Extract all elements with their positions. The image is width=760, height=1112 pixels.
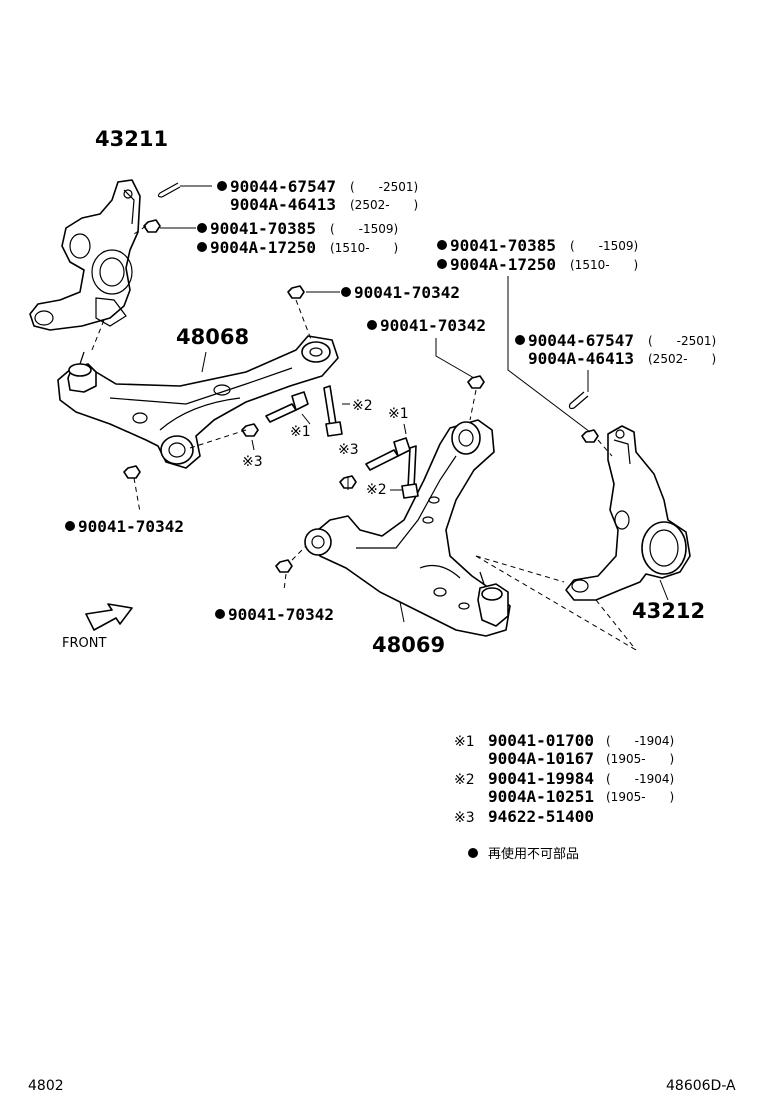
callout-nut-top: 90041-70342 <box>354 283 460 302</box>
legend-2-b-range: (1905- ) <box>606 790 674 804</box>
reuse-dot-pin-left <box>217 181 227 191</box>
bolt-1-right-icon <box>365 437 411 471</box>
callout-nut-right-a-range: ( -1509) <box>570 239 638 253</box>
legend-mark-2: ※2 <box>454 772 475 788</box>
bolt-2-left-icon <box>323 385 343 437</box>
nut-top-icon <box>287 285 305 299</box>
legend-3-a: 94622-51400 <box>488 807 594 826</box>
callout-nut-right-b-range: (1510- ) <box>570 258 638 272</box>
nut-3-left-icon <box>241 423 259 437</box>
callout-pin-left-a: 90044-67547 <box>230 177 336 196</box>
callout-nut-right-b: 9004A-17250 <box>450 255 556 274</box>
part-label-48068: 48068 <box>176 325 249 349</box>
legend-dot <box>468 848 478 858</box>
reuse-dot-nut-arm-left <box>65 521 75 531</box>
callout-nut-mid: 90041-70342 <box>380 316 486 335</box>
reuse-dot-nut-left-b <box>197 242 207 252</box>
callout-pin-right-b-range: (2502- ) <box>648 352 716 366</box>
callout-nut-arm-bottom: 90041-70342 <box>228 605 334 624</box>
bolt-1-left-icon <box>265 391 309 423</box>
footer-left-code: 4802 <box>28 1078 64 1094</box>
callout-pin-right-a: 90044-67547 <box>528 331 634 350</box>
cotter-pin-right-icon <box>568 391 589 410</box>
knuckle-left-drawing <box>29 179 141 331</box>
nut-arm-bottom-icon <box>275 559 293 573</box>
callout-pin-right-b: 9004A-46413 <box>528 349 634 368</box>
legend-2-b: 9004A-10251 <box>488 787 594 806</box>
legend-note: 再使用不可部品 <box>488 846 579 862</box>
callout-nut-left-a: 90041-70385 <box>210 219 316 238</box>
front-arrow-icon <box>85 603 133 631</box>
part-label-48069: 48069 <box>372 633 445 657</box>
callout-nut-left-b-range: (1510- ) <box>330 241 398 255</box>
reuse-dot-nut-top <box>341 287 351 297</box>
mark-1-left: ※1 <box>290 424 311 440</box>
callout-nut-left-b: 9004A-17250 <box>210 238 316 257</box>
callout-nut-left-a-range: ( -1509) <box>330 222 398 236</box>
reuse-dot-nut-right-b <box>437 259 447 269</box>
callout-pin-left-b-range: (2502- ) <box>350 198 418 212</box>
reuse-dot-nut-mid <box>367 320 377 330</box>
callout-pin-left-b: 9004A-46413 <box>230 195 336 214</box>
knuckle-right-drawing <box>565 425 691 601</box>
mark-3-left: ※3 <box>242 454 263 470</box>
reuse-dot-nut-arm-bottom <box>215 609 225 619</box>
legend-1-a-range: ( -1904) <box>606 734 674 748</box>
legend-1-a: 90041-01700 <box>488 731 594 750</box>
callout-nut-arm-left: 90041-70342 <box>78 517 184 536</box>
nut-arm-left-icon <box>123 465 141 479</box>
legend-2-a-range: ( -1904) <box>606 772 674 786</box>
legend-2-a: 90041-19984 <box>488 769 594 788</box>
nut-left-icon <box>143 219 161 233</box>
callout-pin-right-a-range: ( -2501) <box>648 334 716 348</box>
mark-2-left: ※2 <box>352 398 373 414</box>
legend-mark-3: ※3 <box>454 810 475 826</box>
part-label-43211: 43211 <box>95 127 168 151</box>
front-label: FRONT <box>62 636 106 651</box>
reuse-dot-nut-right-a <box>437 240 447 250</box>
reuse-dot-nut-left-a <box>197 223 207 233</box>
legend-1-b: 9004A-10167 <box>488 749 594 768</box>
nut-right-icon <box>581 429 599 443</box>
mark-3-right: ※3 <box>338 442 359 458</box>
legend-1-b-range: (1905- ) <box>606 752 674 766</box>
mark-2-right: ※2 <box>366 482 387 498</box>
legend-mark-1: ※1 <box>454 734 475 750</box>
nut-mid-icon <box>467 375 485 389</box>
control-arm-48069-drawing <box>304 419 511 637</box>
callout-nut-right-a: 90041-70385 <box>450 236 556 255</box>
footer-right-code: 48606D-A <box>666 1078 736 1094</box>
callout-pin-left-a-range: ( -2501) <box>350 180 418 194</box>
cotter-pin-left-icon <box>157 182 181 198</box>
mark-1-right: ※1 <box>388 406 409 422</box>
bolt-2-right-icon <box>401 445 419 499</box>
part-label-43212: 43212 <box>632 599 705 623</box>
reuse-dot-pin-right <box>515 335 525 345</box>
control-arm-48068-drawing <box>57 335 339 469</box>
